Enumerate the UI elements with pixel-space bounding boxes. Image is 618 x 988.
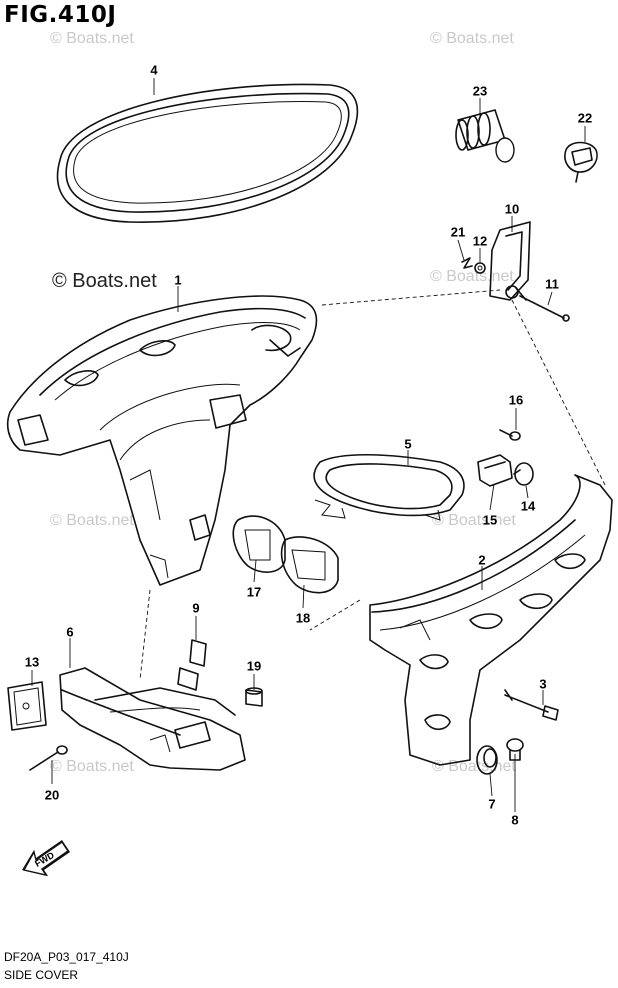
callout-21: 21	[450, 224, 466, 240]
part-13-pad[interactable]	[7, 681, 47, 731]
watermark: © Boats.net	[430, 30, 514, 47]
callout-11: 11	[545, 276, 559, 292]
callout-1: 1	[174, 272, 182, 288]
part-18-seal[interactable]	[280, 536, 339, 594]
callout-10: 10	[504, 201, 520, 217]
part-16-screw[interactable]	[499, 429, 521, 441]
callout-20: 20	[44, 787, 60, 803]
fwd-arrow-icon: FWD	[22, 840, 70, 877]
watermark: © Boats.net	[432, 512, 516, 529]
assembly-lines	[139, 289, 606, 681]
callout-12: 12	[472, 233, 488, 249]
watermark: © Boats.net	[50, 758, 134, 775]
part-23-grommet[interactable]	[455, 109, 515, 163]
callout-14: 14	[520, 498, 536, 514]
part-20-rivet[interactable]	[29, 745, 68, 771]
callout-19: 19	[246, 658, 262, 674]
part-6-lower-cover[interactable]	[59, 667, 246, 771]
callout-3: 3	[539, 676, 547, 692]
part-3-bolt[interactable]	[504, 689, 559, 721]
callout-7: 7	[488, 796, 496, 812]
part-4-seal[interactable]	[56, 83, 359, 223]
callout-22: 22	[577, 110, 593, 126]
part-9-plate[interactable]	[177, 639, 207, 691]
part-15-bracket[interactable]	[477, 454, 513, 487]
callout-5: 5	[404, 436, 412, 452]
watermark: © Boats.net	[430, 268, 514, 285]
part-11-screw[interactable]	[515, 287, 570, 322]
callout-15: 15	[482, 512, 498, 528]
callout-8: 8	[511, 812, 519, 828]
watermark: © Boats.net	[50, 30, 134, 47]
callout-13: 13	[24, 654, 40, 670]
part-7-grommet[interactable]	[476, 745, 498, 775]
part-17-seal[interactable]	[232, 515, 286, 573]
part-14-cushion[interactable]	[513, 462, 534, 486]
figure-name: SIDE COVER	[4, 968, 79, 982]
part-2-side-cover[interactable]	[369, 474, 613, 766]
figure-title: FIG.410J	[4, 2, 117, 28]
part-1-side-cover[interactable]	[6, 295, 318, 586]
callout-16: 16	[508, 392, 524, 408]
callout-6: 6	[66, 624, 74, 640]
leader-lines	[31, 78, 586, 812]
callout-4: 4	[150, 62, 158, 78]
callout-17: 17	[246, 584, 262, 600]
callout-23: 23	[472, 83, 488, 99]
watermark: © Boats.net	[50, 512, 134, 529]
figure-code: DF20A_P03_017_410J	[4, 950, 129, 964]
part-10-bracket[interactable]	[489, 221, 531, 301]
callout-2: 2	[478, 552, 486, 568]
part-5-frame[interactable]	[313, 453, 465, 521]
part-19-cushion[interactable]	[245, 687, 263, 707]
part-12-washer[interactable]	[474, 262, 486, 274]
callout-18: 18	[295, 610, 311, 626]
part-22-clamp[interactable]	[564, 141, 598, 183]
callout-9: 9	[192, 600, 200, 616]
watermark-main: © Boats.net	[52, 270, 157, 292]
part-21-clip[interactable]	[461, 257, 473, 269]
